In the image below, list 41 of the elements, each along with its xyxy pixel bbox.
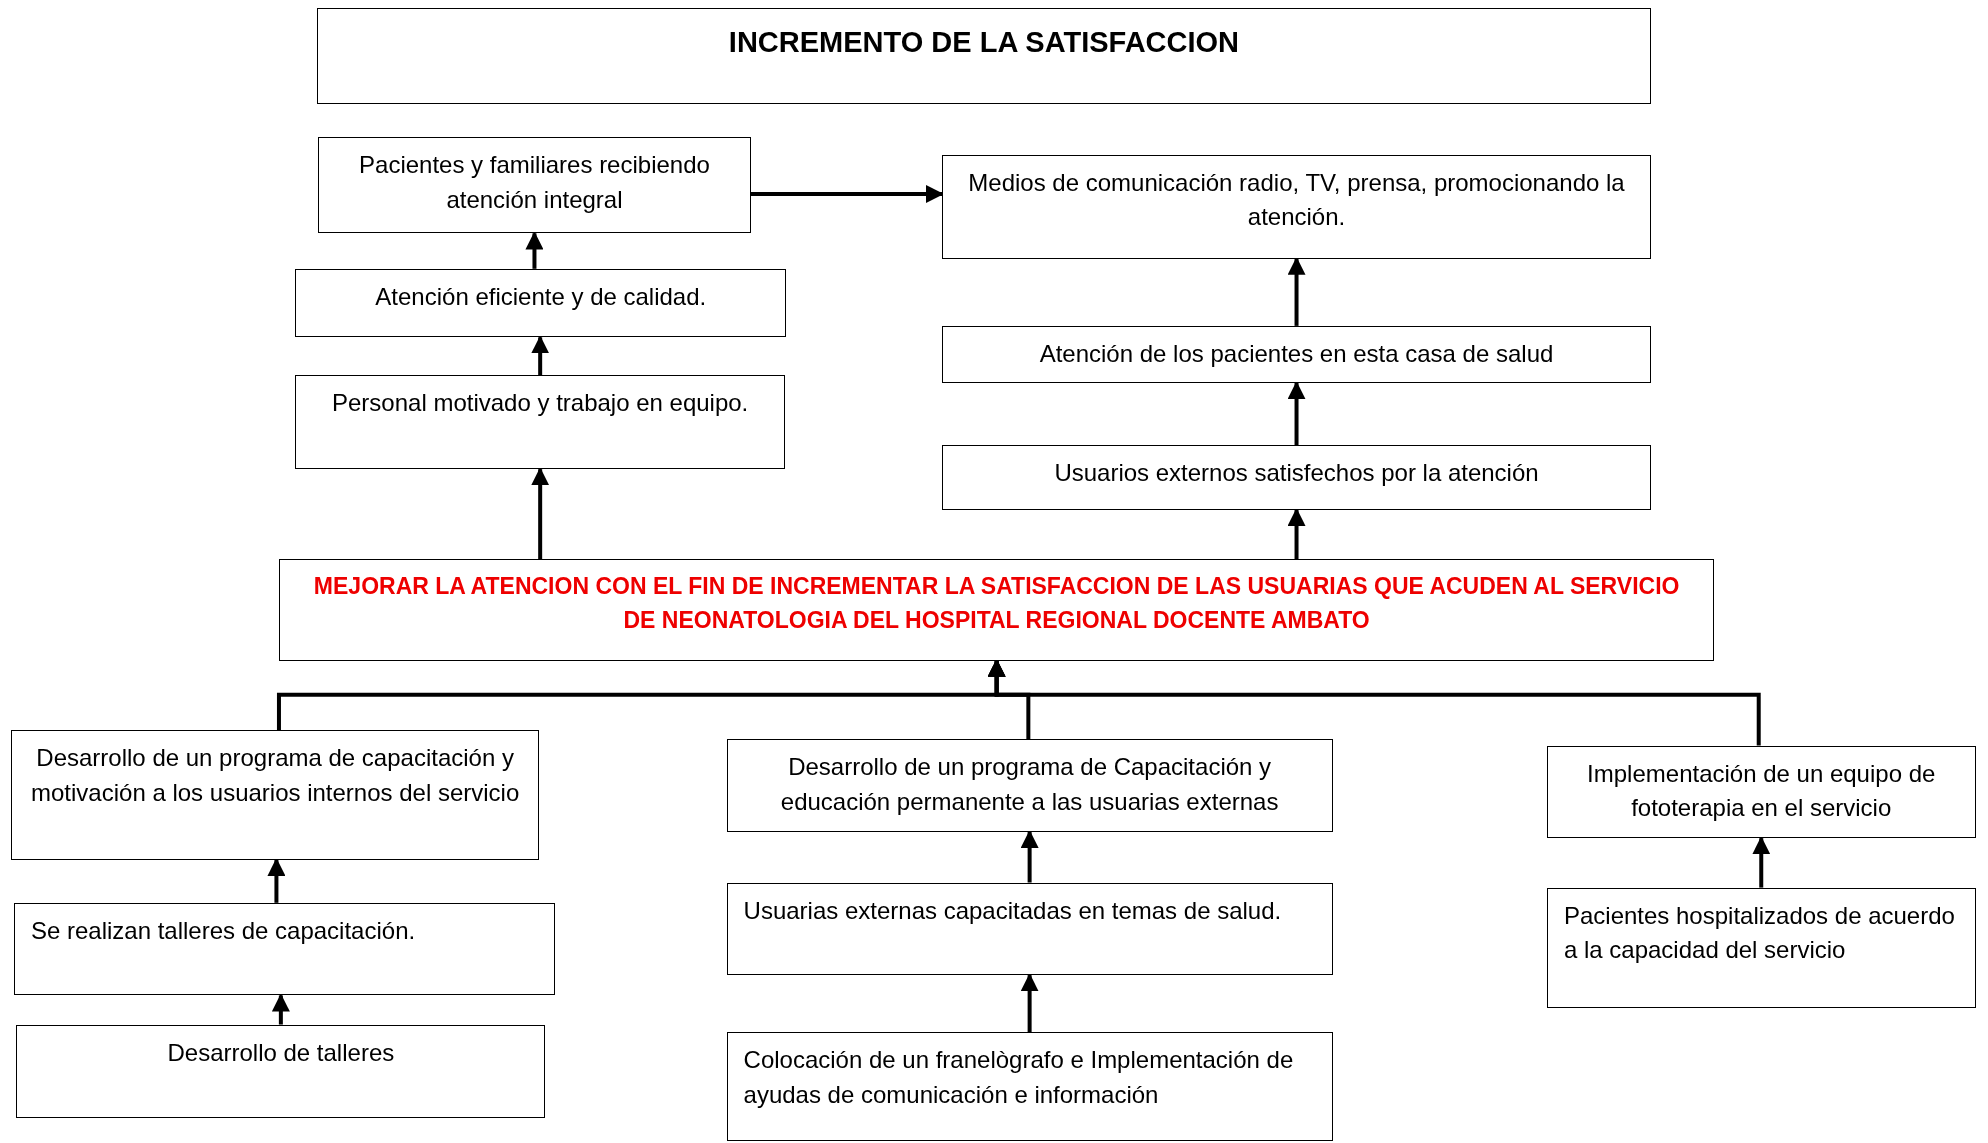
- process-box: [1546, 745, 1976, 839]
- process-box: [942, 325, 1651, 383]
- arrow: [525, 231, 544, 269]
- title-box: [317, 7, 1651, 104]
- title-text: INCREMENTO DE LA SATISFACCION: [727, 24, 1241, 60]
- arrow: [271, 993, 290, 1025]
- arrow: [531, 467, 550, 560]
- process-box: [11, 730, 539, 860]
- box-text: Colocación de un franelògrafo e Implementación de ayudas de comunicación e información: [743, 1045, 1295, 1110]
- box-text: Pacientes y familiares recibiendo atención integral: [358, 149, 711, 215]
- box-text: MEJORAR LA ATENCION CON EL FIN DE INCREMENTAR LA SATISFACCION DE LAS USUARIAS QUE ACUDEN AL SERVICIO DE NEONATOLOGIA DEL HOSPITAL REGIONAL DOCENTE AMBATO: [312, 572, 1681, 635]
- box-text: Pacientes hospitalizados de acuerdo a la capacidad del servicio: [1563, 900, 1956, 966]
- arrow: [1020, 973, 1039, 1033]
- box-text: Implementación de un equipo de fototerapia en el servicio: [1586, 758, 1937, 824]
- box-text: Desarrollo de un programa de capacitación y motivación a los usuarios internos del servicio: [30, 743, 521, 809]
- process-box: [16, 1024, 546, 1119]
- box-text: Personal motivado y trabajo en equipo.: [331, 388, 750, 419]
- process-box: [726, 1032, 1333, 1142]
- arrow: [1020, 830, 1039, 883]
- goal-box: [278, 559, 1715, 661]
- box-text: Atención de los pacientes en esta casa de salud: [1038, 338, 1555, 369]
- process-box: [1546, 887, 1976, 1009]
- process-box: [942, 445, 1651, 510]
- box-text: Desarrollo de talleres: [166, 1037, 396, 1068]
- box-text: Atención eficiente y de calidad.: [374, 281, 708, 312]
- arrow: [1287, 381, 1306, 446]
- process-box: [318, 136, 751, 234]
- arrow: [1752, 836, 1771, 888]
- process-box: [13, 902, 556, 996]
- process-box: [942, 154, 1651, 259]
- process-box: [295, 375, 785, 470]
- box-text: Se realizan talleres de capacitación.: [30, 915, 417, 946]
- box-text: Medios de comunicación radio, TV, prensa, promocionando la atención.: [967, 167, 1626, 233]
- process-box: [726, 882, 1333, 976]
- box-text: Usuarios externos satisfechos por la atención: [1053, 458, 1540, 489]
- arrow: [531, 335, 550, 376]
- box-text: Usuarias externas capacitadas en temas de salud.: [743, 895, 1283, 926]
- process-box: [726, 739, 1333, 832]
- box-text: Desarrollo de un programa de Capacitación y educación permanente a las usuarias externas: [779, 752, 1280, 818]
- process-box: [295, 268, 787, 338]
- arrow: [750, 185, 944, 203]
